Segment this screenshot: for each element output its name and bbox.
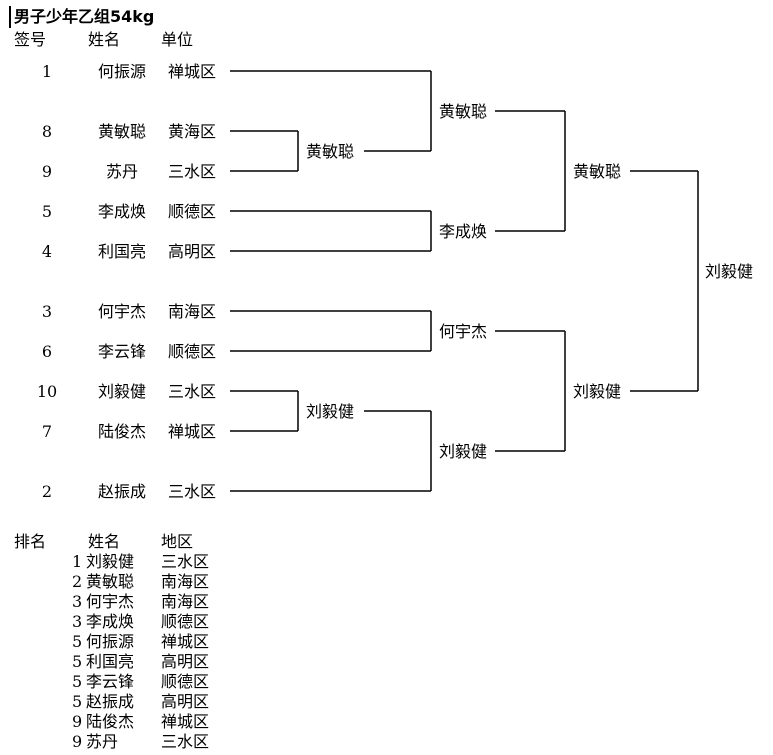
- ranking-region: 南海区: [161, 592, 210, 611]
- ranking-name: 黄敏聪: [86, 572, 135, 591]
- entry-seed: 8: [41, 122, 53, 141]
- entry-seed: 9: [41, 162, 53, 181]
- entry-name: 黄敏聪: [97, 122, 146, 141]
- ranking-header-region: 地区: [161, 532, 194, 551]
- entry-unit: 黄海区: [168, 122, 217, 141]
- entry-seed: 4: [41, 242, 53, 261]
- ranking-region: 南海区: [161, 572, 210, 591]
- ranking-rank: 5: [72, 692, 83, 711]
- entry-name: 陆俊杰: [97, 422, 146, 441]
- ranking-name: 苏丹: [86, 732, 119, 751]
- entry-seed: 10: [36, 382, 58, 401]
- ranking-rank: 5: [72, 672, 83, 691]
- entry-name: 李云锋: [97, 342, 146, 361]
- ranking-name: 何宇杰: [86, 592, 135, 611]
- ranking-region: 三水区: [161, 732, 210, 751]
- page-title: 男子少年乙组54kg: [9, 6, 154, 28]
- entry-seed: 7: [41, 422, 53, 441]
- entry-seed: 5: [41, 202, 53, 221]
- ranking-name: 李成焕: [86, 612, 135, 631]
- entry-unit: 禅城区: [168, 62, 217, 81]
- ranking-name: 何振源: [86, 632, 135, 651]
- winner-r1: 黄敏聪: [437, 102, 490, 122]
- entry-seed: 2: [41, 482, 53, 501]
- entry-name: 李成焕: [97, 202, 146, 221]
- ranking-rank: 1: [72, 552, 83, 571]
- winner-r0-top: 黄敏聪: [304, 142, 357, 162]
- entry-seed: 6: [41, 342, 53, 361]
- header-unit: 单位: [161, 30, 194, 49]
- ranking-region: 高明区: [161, 652, 210, 671]
- ranking-header-name: 姓名: [88, 532, 121, 551]
- winner-r1: 李成焕: [437, 222, 490, 242]
- entry-name: 赵振成: [97, 482, 146, 501]
- entry-unit: 禅城区: [168, 422, 217, 441]
- winner-r2: 黄敏聪: [571, 162, 624, 182]
- ranking-name: 利国亮: [86, 652, 135, 671]
- entry-unit: 三水区: [168, 482, 217, 501]
- winner-r1: 何宇杰: [437, 322, 490, 342]
- entry-unit: 三水区: [168, 382, 217, 401]
- ranking-region: 高明区: [161, 692, 210, 711]
- ranking-rank: 5: [72, 632, 83, 651]
- winner-r1: 刘毅健: [437, 442, 490, 462]
- ranking-rank: 3: [72, 612, 83, 631]
- entry-unit: 顺德区: [168, 202, 217, 221]
- ranking-region: 禅城区: [161, 632, 210, 651]
- entry-name: 苏丹: [105, 162, 138, 181]
- entry-unit: 高明区: [168, 242, 217, 261]
- ranking-region: 顺德区: [161, 612, 210, 631]
- ranking-rank: 9: [72, 732, 83, 751]
- entry-seed: 1: [41, 62, 53, 81]
- ranking-name: 李云锋: [86, 672, 135, 691]
- winner-r2: 刘毅健: [571, 382, 624, 402]
- entry-unit: 三水区: [168, 162, 217, 181]
- ranking-region: 顺德区: [161, 672, 210, 691]
- entry-name: 何振源: [97, 62, 146, 81]
- entry-name: 利国亮: [97, 242, 146, 261]
- ranking-name: 赵振成: [86, 692, 135, 711]
- champion: 刘毅健: [705, 262, 754, 281]
- entry-seed: 3: [41, 302, 53, 321]
- ranking-rank: 3: [72, 592, 83, 611]
- ranking-name: 刘毅健: [86, 552, 135, 571]
- entry-unit: 顺德区: [168, 342, 217, 361]
- ranking-header-rank: 排名: [14, 532, 47, 551]
- ranking-rank: 2: [72, 572, 83, 591]
- ranking-name: 陆俊杰: [86, 712, 135, 731]
- ranking-rank: 5: [72, 652, 83, 671]
- winner-r0-bottom: 刘毅健: [304, 402, 357, 422]
- entry-name: 何宇杰: [97, 302, 146, 321]
- ranking-region: 禅城区: [161, 712, 210, 731]
- entry-name: 刘毅健: [97, 382, 146, 401]
- ranking-rank: 9: [72, 712, 83, 731]
- header-seed: 签号: [14, 30, 47, 49]
- header-name: 姓名: [88, 30, 121, 49]
- ranking-region: 三水区: [161, 552, 210, 571]
- entry-unit: 南海区: [168, 302, 217, 321]
